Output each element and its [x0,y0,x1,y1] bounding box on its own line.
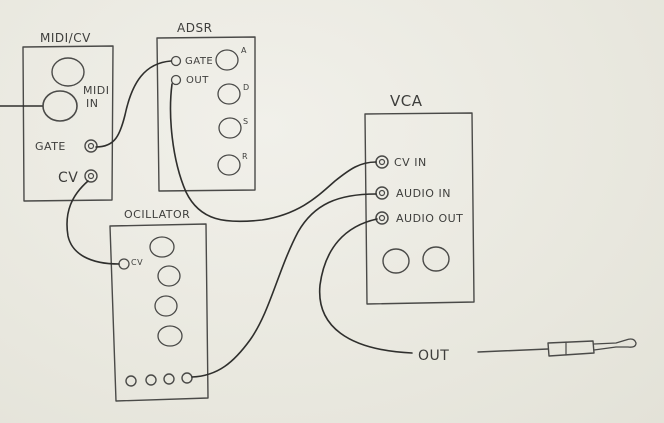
attack-knob [215,49,239,71]
module-midi-cv: MIDI/CV MIDI IN GATE CV [22,31,114,202]
midi-cv-panel [22,45,114,202]
module-vca: VCA CV IN AUDIO IN AUDIO OUT [364,92,475,305]
cv-jack [84,169,98,183]
cable-gate-to-adsr-gate [95,60,172,148]
vca-audio-out-label: AUDIO OUT [396,212,463,225]
midi-cv-title: MIDI/CV [40,31,91,45]
vca-cv-in-jack-center [378,158,386,166]
module-adsr: ADSR GATE OUT A D S R [156,21,256,192]
decay-label: D [243,83,250,92]
module-oscillator: OCILLATOR CV [109,208,209,402]
vca-knob-right [422,246,450,272]
oscillator-output-jack-3 [163,373,175,385]
oscillator-output-jack-2 [145,374,157,386]
vca-knob-left [382,248,410,274]
patch-cables [0,60,413,378]
vca-cv-in-jack [375,155,389,169]
cable-vca-out-to-output [318,218,413,354]
gate-jack [84,139,98,153]
vca-audio-in-jack-center [378,189,386,197]
gate-label: GATE [35,140,66,153]
midi-in-label-line2: IN [86,97,98,110]
output-plug-tip [593,338,637,351]
cable-adsr-out-to-vca-cv-in [169,83,377,223]
oscillator-panel [109,223,209,402]
oscillator-output-jack-1 [125,375,137,387]
oscillator-cv-label: CV [131,258,143,267]
output-plug: OUT [418,338,637,364]
release-label: R [242,152,248,161]
output-plug-body [547,340,595,357]
adsr-title: ADSR [177,21,212,35]
vca-audio-in-label: AUDIO IN [396,187,451,200]
cable-cv-to-oscillator-cv [66,180,120,265]
output-plug-cable [477,348,549,353]
oscillator-title: OCILLATOR [124,208,190,221]
vca-audio-in-jack [375,186,389,200]
adsr-gate-label: GATE [185,56,213,67]
midi-cv-knob [51,57,85,87]
vca-audio-out-jack [375,211,389,225]
oscillator-cv-jack [118,258,130,270]
oscillator-knob-4 [157,325,183,347]
oscillator-knob-2 [157,265,181,287]
adsr-out-jack [170,74,182,86]
midi-in-label-line1: MIDI [83,84,109,97]
release-knob [217,154,241,176]
oscillator-output-jack-4 [181,372,193,384]
decay-knob [217,83,241,105]
adsr-gate-jack [170,55,182,67]
vca-title: VCA [390,92,423,110]
oscillator-knob-3 [154,295,178,317]
oscillator-knob-1 [149,236,175,258]
sustain-knob [218,117,242,139]
vca-panel [364,112,475,305]
adsr-out-label: OUT [186,75,209,86]
cv-jack-center [87,172,95,180]
gate-jack-center [87,142,95,150]
sustain-label: S [243,117,249,126]
attack-label: A [241,46,247,55]
vca-cv-in-label: CV IN [394,156,427,169]
cable-oscillator-out-to-vca-audio-in [191,193,377,378]
midi-in-jack [42,90,78,122]
output-label: OUT [418,348,449,364]
cv-label: CV [58,170,78,186]
vca-audio-out-jack-center [378,214,386,222]
adsr-panel [156,36,256,192]
